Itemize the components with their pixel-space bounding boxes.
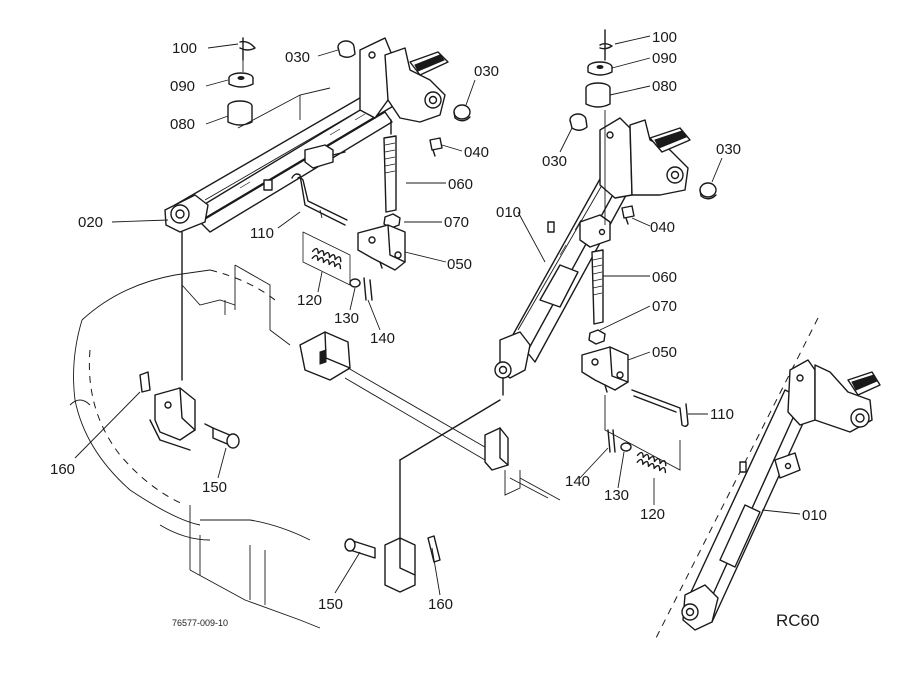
deck-bracket-center-lower: [484, 427, 509, 471]
deck-clevis-bottom: [384, 399, 501, 593]
bent-rod-110-right: [631, 389, 689, 427]
front-link-020: [164, 37, 449, 233]
grease-nipple-040-right: [621, 205, 635, 225]
deck-hook-center: [504, 470, 561, 501]
bracket-050-left: [357, 224, 406, 271]
bracket-050-right: [581, 346, 629, 393]
adjusting-rod-060-right: [591, 249, 604, 325]
washer-stack-left: [227, 37, 256, 126]
grease-nipple-040-left: [429, 137, 443, 157]
drawing-number: 76577-009-10: [172, 618, 228, 628]
label-150-bottom: 150: [318, 596, 343, 613]
label-060-left: 060: [448, 176, 473, 193]
label-010-inset: 010: [802, 507, 827, 524]
label-030-left-top: 030: [285, 49, 310, 66]
label-050-right: 050: [652, 344, 677, 361]
label-050-left: 050: [447, 256, 472, 273]
deck-pivot-left: [139, 371, 196, 451]
bushing-030-left-right: [453, 104, 471, 122]
label-160-left: 160: [50, 461, 75, 478]
mower-deck-outline: [69, 269, 321, 629]
bent-rod-110-left: [291, 173, 346, 226]
label-100-left: 100: [172, 40, 197, 57]
label-090-right: 090: [652, 50, 677, 67]
label-030-right-right: 030: [716, 141, 741, 158]
model-label: RC60: [776, 611, 819, 630]
label-160-bottom: 160: [428, 596, 453, 613]
bushing-030-right-left: [569, 113, 588, 131]
label-140-left: 140: [370, 330, 395, 347]
label-030-left-right: 030: [474, 63, 499, 80]
deck-hanger-left: [181, 231, 291, 381]
label-010-main: 010: [496, 204, 521, 221]
clevis-pin-150-left: [204, 423, 240, 449]
spring-120-left: [302, 231, 351, 286]
pin-140-left: [363, 277, 373, 301]
label-100-right: 100: [652, 29, 677, 46]
label-120-right: 120: [640, 506, 665, 523]
bushing-030-left-top: [337, 40, 356, 58]
label-120-left: 120: [297, 292, 322, 309]
deck-rod-line: [347, 367, 491, 451]
label-030-right-left: 030: [542, 153, 567, 170]
washer-stack-right: [585, 29, 613, 225]
label-140-right: 140: [565, 473, 590, 490]
bushing-030-right-right: [699, 182, 717, 200]
pin-160-left: [139, 371, 151, 393]
leader-lines: [74, 35, 801, 596]
label-070-right: 070: [652, 298, 677, 315]
label-070-left: 070: [444, 214, 469, 231]
clevis-pin-150-bottom: [344, 538, 376, 559]
label-080-left: 080: [170, 116, 195, 133]
deck-bracket-center-upper: [299, 331, 351, 381]
washer-130-right: [620, 442, 632, 452]
label-080-right: 080: [652, 78, 677, 95]
nut-070-right: [588, 329, 606, 345]
label-110-right: 110: [710, 406, 734, 423]
label-020: 020: [78, 214, 103, 231]
label-130-right: 130: [604, 487, 629, 504]
pin-160-bottom: [427, 535, 441, 563]
pin-140-right: [607, 429, 616, 453]
spring-120-right: [636, 451, 667, 474]
label-150-left: 150: [202, 479, 227, 496]
label-090-left: 090: [170, 78, 195, 95]
label-130-left: 130: [334, 310, 359, 327]
label-110-left: 110: [250, 225, 274, 242]
front-link-010: [494, 117, 691, 379]
rc60-inset: [654, 317, 881, 641]
label-040-right: 040: [650, 219, 675, 236]
washer-130-left: [349, 278, 361, 288]
label-040-left: 040: [464, 144, 489, 161]
label-060-right: 060: [652, 269, 677, 286]
part-labels: 100 090 080 030 030 040 060 070 050 020 …: [50, 29, 827, 630]
adjusting-rod-060-left: [383, 119, 397, 213]
